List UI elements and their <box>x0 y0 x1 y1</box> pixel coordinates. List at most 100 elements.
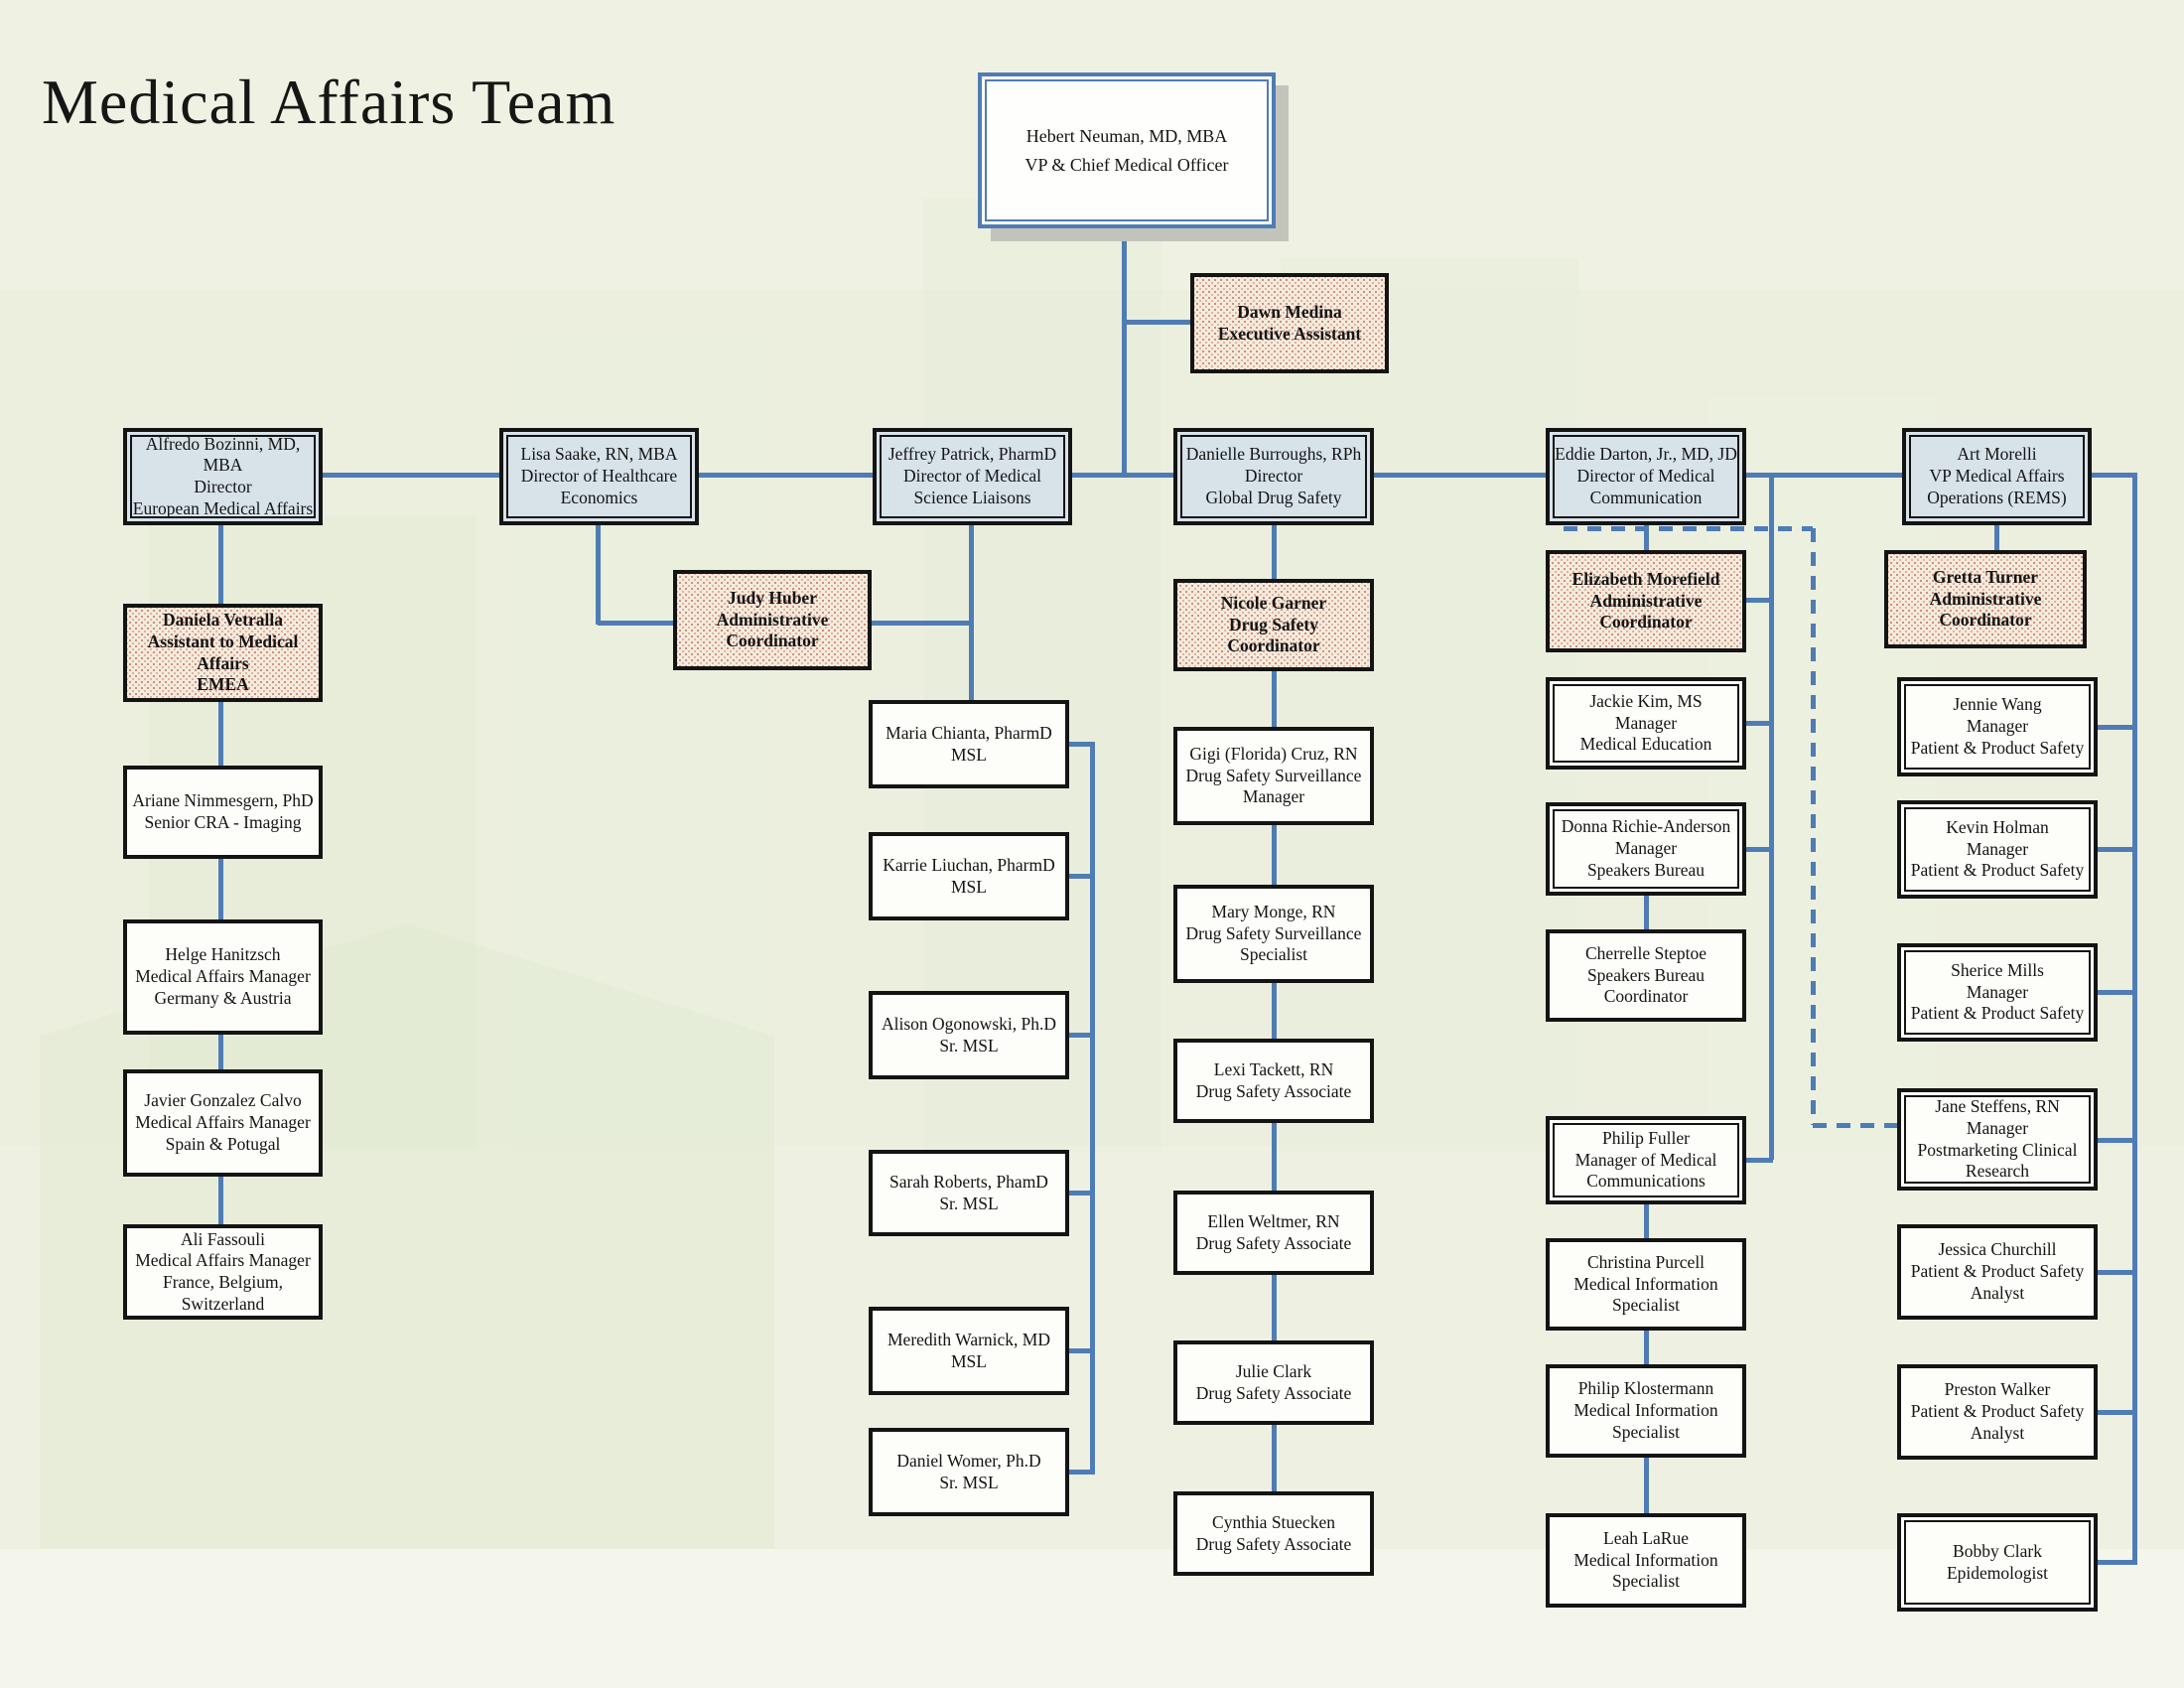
org-box-text-line: Drug Safety Associate <box>1195 1382 1352 1403</box>
connector-line <box>2098 990 2137 995</box>
org-box-text-line: Preston Walker <box>1944 1379 2051 1400</box>
org-box-text-line: Manager <box>1242 786 1305 807</box>
org-box-text-line: Drug Safety Associate <box>1195 1232 1352 1253</box>
org-box-text-line: Cherrelle Steptoe <box>1585 942 1706 963</box>
org-box-text-line: Medical Affairs Manager <box>135 1112 311 1133</box>
connector-line <box>1272 671 1277 727</box>
org-box-text-line: Germany & Austria <box>154 987 292 1008</box>
connector-line <box>2098 847 2137 852</box>
dashed-connector-line <box>1564 526 1813 531</box>
org-box-text-line: Drug Safety Surveillance <box>1185 922 1362 943</box>
connector-line <box>1069 1348 1095 1353</box>
org-box-text-line: Gigi (Florida) Cruz, RN <box>1189 743 1358 764</box>
org-box-text-line: Gretta Turner <box>1932 566 2039 587</box>
connector-line <box>1746 721 1773 726</box>
org-box-text-line: VP & Chief Medical Officer <box>1024 154 1229 175</box>
org-box-text-line: Bobby Clark <box>1953 1540 2042 1561</box>
connector-line <box>1122 226 1127 477</box>
org-box-text-line: Helge Hanitzsch <box>165 944 281 965</box>
org-box-text-line: Jackie Kim, MS <box>1589 690 1703 711</box>
org-box-text-line: Art Morelli <box>1957 444 2037 465</box>
org-box-text-line: Donna Richie-Anderson <box>1561 816 1731 837</box>
org-box-text-line: Drug Safety Associate <box>1195 1080 1352 1101</box>
org-box-text-line: Patient & Product Safety <box>1910 860 2085 881</box>
org-box-text-line: Mary Monge, RN <box>1211 901 1336 921</box>
connector-line <box>598 621 673 626</box>
org-box-text-line: MSL <box>951 1350 987 1371</box>
page-title: Medical Affairs Team <box>42 67 616 137</box>
org-box-text-line: Postmarketing Clinical <box>1917 1139 2078 1160</box>
org-box-text-line: Julie Clark <box>1235 1360 1312 1381</box>
org-box-text-line: Manager <box>1614 712 1678 733</box>
org-box-text-line: Manager of Medical <box>1574 1149 1717 1170</box>
connector-line <box>1994 525 1999 550</box>
org-box-text-line: Medical Education <box>1579 734 1712 755</box>
connector-line <box>1644 525 1649 550</box>
connector-line <box>1644 1204 1649 1238</box>
org-box-text-line: Ellen Weltmer, RN <box>1207 1210 1340 1231</box>
connector-line <box>1069 1470 1095 1475</box>
connector-line <box>2098 1270 2137 1275</box>
org-box-text-line: Administrative Coordinator <box>716 609 829 651</box>
org-box-text-line: Director <box>194 477 252 496</box>
org-box-text-line: Assistant to Medical Affairs <box>147 631 299 673</box>
org-box-text-line: Dawn Medina <box>1237 301 1342 322</box>
org-box-text-line: Analyst <box>1970 1282 2025 1303</box>
connector-line <box>1069 1191 1095 1196</box>
org-box-text-line: Specialist <box>1611 1295 1681 1316</box>
org-box-text-line: Director of Medical <box>1576 466 1715 487</box>
org-box-text-line: Administrative Coordinator <box>1589 590 1703 633</box>
org-box-text-line: Specialist <box>1611 1421 1681 1442</box>
org-box-text-line: Philip Klostermann <box>1577 1378 1714 1399</box>
connector-line <box>2098 1138 2137 1143</box>
connector-line <box>1272 1425 1277 1491</box>
org-box-text-line: Patient & Product Safety <box>1910 1261 2085 1282</box>
org-box-text-line: Epidemologist <box>1946 1562 2049 1583</box>
org-box-text-line: Operations (REMS) <box>1927 487 2067 507</box>
org-box-text-line: Communications <box>1586 1171 1706 1192</box>
org-box-text-line: EMEA <box>197 674 249 695</box>
connector-line <box>1746 847 1773 852</box>
org-box-text-line: Javier Gonzalez Calvo <box>144 1090 302 1111</box>
org-box-text-line: Medical Affairs Manager <box>135 1250 311 1271</box>
org-box-text-line: Christina Purcell <box>1586 1251 1706 1272</box>
org-box-text-line: Patient & Product Safety <box>1910 1401 2085 1422</box>
org-box-text-line: Patient & Product Safety <box>1910 1003 2085 1024</box>
connector-line <box>1069 742 1095 747</box>
org-box-text-line: Communication <box>1589 487 1703 507</box>
connector-line <box>2098 1560 2137 1565</box>
connector-line <box>872 621 973 626</box>
connector-line <box>1769 477 1774 1160</box>
connector-line <box>1272 1275 1277 1340</box>
background-building-shape <box>1281 258 1578 1152</box>
org-box-text-line: Daniela Vetralla <box>162 610 284 631</box>
connector-line <box>1069 1033 1095 1038</box>
